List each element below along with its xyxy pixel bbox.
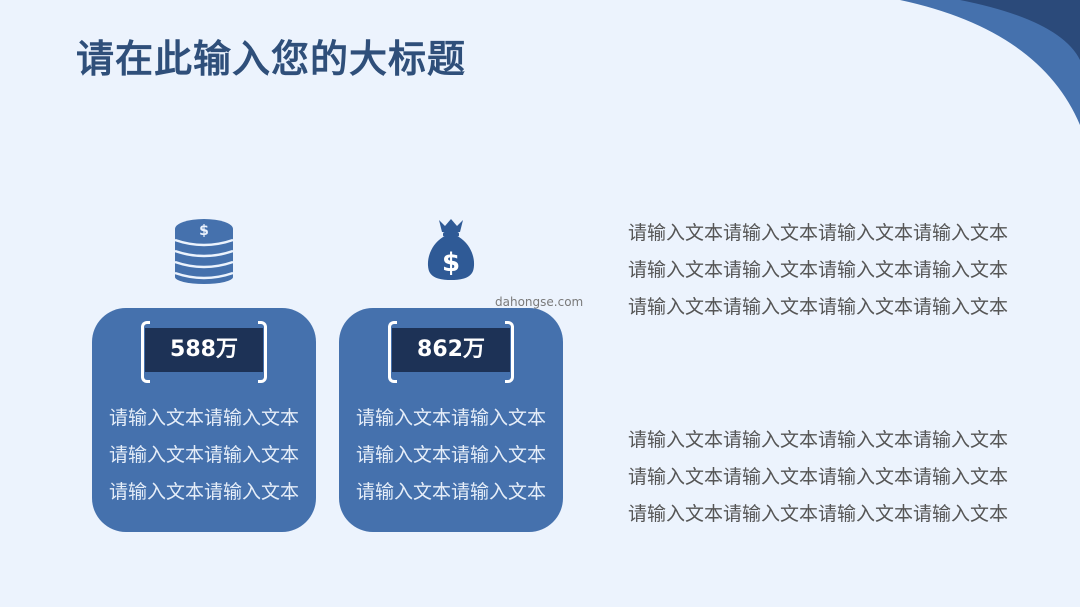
paragraph-line: 请输入文本请输入文本请输入文本请输入文本 (628, 222, 1009, 244)
card-text-line: 请输入文本请输入文本 (355, 444, 546, 466)
bracket-right (258, 321, 267, 383)
svg-text:$: $ (199, 223, 209, 239)
stat-value: 862万 (392, 328, 510, 372)
card-text-line: 请输入文本请输入文本 (108, 444, 299, 466)
bracket-left (388, 321, 397, 383)
money-bag-icon: $ (427, 219, 475, 280)
watermark: dahongse.com (495, 295, 584, 309)
paragraph-bottom: 请输入文本请输入文本请输入文本请输入文本 请输入文本请输入文本请输入文本请输入文… (628, 422, 1048, 533)
card-text-line: 请输入文本请输入文本 (108, 407, 299, 429)
page-title: 请在此输入您的大标题 (76, 37, 467, 81)
bracket-left (141, 321, 150, 383)
paragraph-line: 请输入文本请输入文本请输入文本请输入文本 (628, 259, 1009, 281)
coin-stack-icon: $ (174, 219, 234, 284)
paragraph-line: 请输入文本请输入文本请输入文本请输入文本 (628, 296, 1009, 318)
svg-text:$: $ (442, 248, 460, 278)
stat-card-2: 862万 请输入文本请输入文本 请输入文本请输入文本 请输入文本请输入文本 (339, 308, 563, 532)
stat-card-1: 588万 请输入文本请输入文本 请输入文本请输入文本 请输入文本请输入文本 (92, 308, 316, 532)
card-text: 请输入文本请输入文本 请输入文本请输入文本 请输入文本请输入文本 (339, 400, 563, 511)
card-text-line: 请输入文本请输入文本 (355, 481, 546, 503)
card-text-line: 请输入文本请输入文本 (355, 407, 546, 429)
card-text: 请输入文本请输入文本 请输入文本请输入文本 请输入文本请输入文本 (92, 400, 316, 511)
paragraph-line: 请输入文本请输入文本请输入文本请输入文本 (628, 466, 1009, 488)
paragraph-line: 请输入文本请输入文本请输入文本请输入文本 (628, 503, 1009, 525)
bracket-right (505, 321, 514, 383)
paragraph-top: 请输入文本请输入文本请输入文本请输入文本 请输入文本请输入文本请输入文本请输入文… (628, 215, 1048, 326)
card-text-line: 请输入文本请输入文本 (108, 481, 299, 503)
stat-value: 588万 (145, 328, 263, 372)
paragraph-line: 请输入文本请输入文本请输入文本请输入文本 (628, 429, 1009, 451)
